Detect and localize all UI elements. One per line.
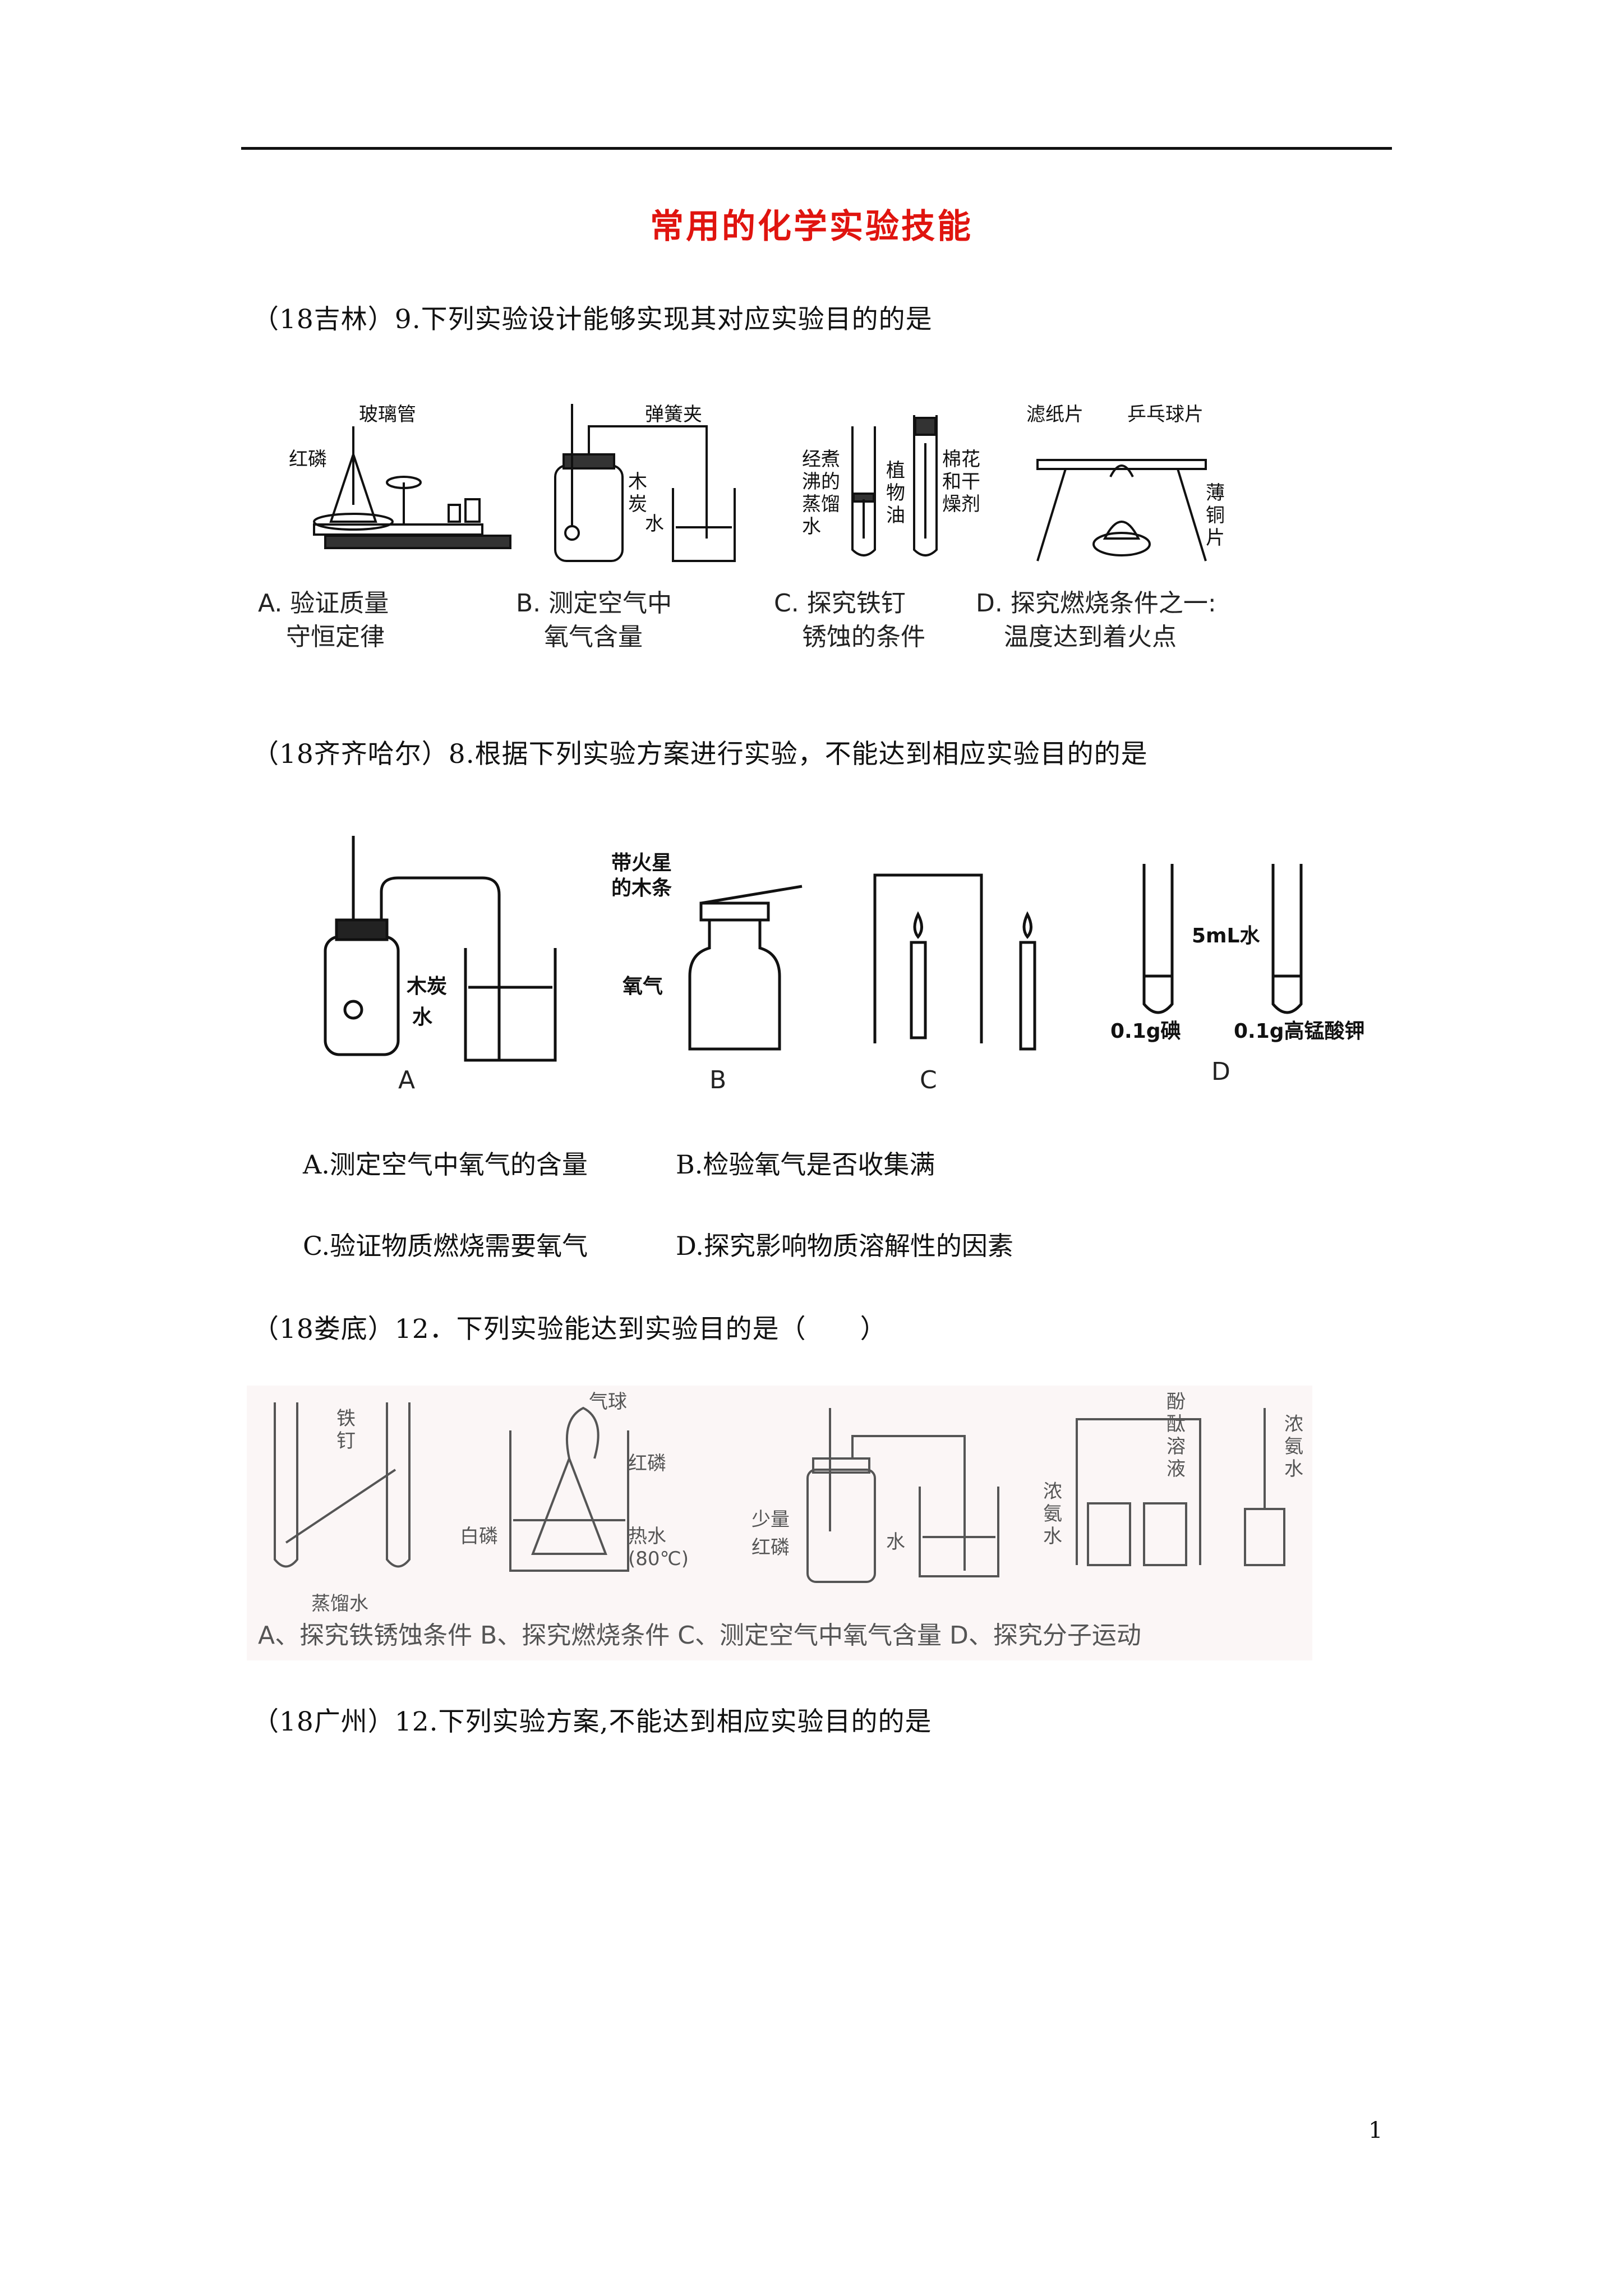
svg-text:氨: 氨 <box>1043 1503 1062 1525</box>
label-red-phosphorus-2: 红磷 <box>628 1452 666 1475</box>
q2-fig-d-tubes <box>1142 864 1303 1014</box>
svg-text:温度达到着火点: 温度达到着火点 <box>1004 623 1177 651</box>
svg-text:水: 水 <box>1043 1525 1062 1548</box>
svg-text:铜: 铜 <box>1206 504 1225 527</box>
question-1: （18吉林）9.下列实验设计能够实现其对应实验目的的是 <box>252 304 933 335</box>
q2-option-c: C.验证物质燃烧需要氧气 <box>303 1231 588 1261</box>
label-kmno4: 0.1g高锰酸钾 <box>1234 1020 1365 1043</box>
q1-fig-d-apparatus <box>1036 459 1207 562</box>
svg-text:物: 物 <box>886 482 905 504</box>
q3-fig-b-beaker <box>509 1406 629 1572</box>
svg-text:守恒定律: 守恒定律 <box>286 623 385 651</box>
svg-text:蒸馏: 蒸馏 <box>802 493 840 516</box>
label-pingpong: 乒乓球片 <box>1127 403 1204 426</box>
figure-q2: 木炭 水 A 带火星 的木条 氧气 B C 5mL水 0.1g碘 0.1g高锰酸… <box>297 825 1419 1099</box>
svg-text:燥剂: 燥剂 <box>942 493 980 516</box>
label-5ml-water: 5mL水 <box>1192 924 1261 947</box>
figure-q3: 铁 钉 蒸馏水 气球 红磷 白磷 热水 (80℃) 少量 红磷 水 酚 酞 溶 … <box>247 1386 1312 1660</box>
label-hot-water: 热水 <box>628 1525 666 1548</box>
svg-text:的木条: 的木条 <box>611 877 672 900</box>
label-glowing-splint: 带火星 <box>611 852 672 875</box>
label-copper-sheet: 薄 <box>1206 482 1225 504</box>
q2-fig-c-candles <box>873 873 1036 1051</box>
label-iron-nail: 铁 <box>336 1407 356 1430</box>
q1-fig-a-balance <box>313 426 511 549</box>
svg-text:和干: 和干 <box>942 471 980 493</box>
svg-text:水: 水 <box>802 516 821 538</box>
q2-letter-c: C <box>920 1066 937 1094</box>
label-balloon: 气球 <box>589 1391 627 1413</box>
svg-text:酞: 酞 <box>1166 1413 1186 1435</box>
label-charcoal: 木 <box>628 471 647 493</box>
svg-text:钉: 钉 <box>336 1430 356 1452</box>
label-water: 水 <box>645 513 664 535</box>
figure-q1: 玻璃管 红磷 弹簧夹 木 炭 水 经煮 沸的 蒸馏 水 植 物 油 棉花 和干 … <box>241 393 1391 673</box>
label-small-amount: 少量 <box>751 1508 790 1531</box>
q2-letter-b: B <box>709 1066 726 1094</box>
label-boiled-water: 经煮 <box>802 448 840 471</box>
label-vegetable-oil: 植 <box>886 459 905 482</box>
svg-text:溶: 溶 <box>1166 1435 1186 1458</box>
label-distilled-water: 蒸馏水 <box>311 1593 368 1615</box>
q1-option-b: B. 测定空气中 <box>516 589 672 618</box>
q1-fig-c-tubes <box>851 415 938 556</box>
q1-option-d: D. 探究燃烧条件之一: <box>976 589 1216 618</box>
label-oxygen: 氧气 <box>623 975 663 998</box>
label-spring-clip: 弹簧夹 <box>645 403 702 426</box>
svg-text:水: 水 <box>1284 1458 1303 1480</box>
q1-option-a: A. 验证质量 <box>258 589 389 618</box>
label-red-phosphorus: 红磷 <box>289 448 327 471</box>
q3-fig-a-tubes <box>274 1402 411 1568</box>
svg-text:氧气含量: 氧气含量 <box>544 623 643 651</box>
svg-text:片: 片 <box>1206 527 1225 549</box>
label-filter-paper: 滤纸片 <box>1026 403 1083 426</box>
header-rule <box>241 147 1392 150</box>
question-2: （18齐齐哈尔）8.根据下列实验方案进行实验，不能达到相应实验目的的是 <box>252 739 1148 770</box>
q2-option-a: A.测定空气中氧气的含量 <box>303 1149 588 1180</box>
page-title: 常用的化学实验技能 <box>650 207 973 246</box>
svg-text:炭: 炭 <box>628 493 647 516</box>
q3-caption: A、探究铁锈蚀条件 B、探究燃烧条件 C、测定空气中氧气含量 D、探究分子运动 <box>258 1621 1141 1650</box>
q2-fig-b-bottle <box>688 885 803 1051</box>
label-water-3: 水 <box>886 1531 905 1553</box>
svg-text:氨: 氨 <box>1284 1435 1303 1458</box>
q2-letter-d: D <box>1211 1057 1230 1086</box>
question-3: （18娄底）12．下列实验能达到实验目的是（ ） <box>252 1314 887 1345</box>
label-white-phosphorus: 白磷 <box>460 1525 498 1548</box>
svg-text:液: 液 <box>1166 1458 1186 1480</box>
q1-option-c: C. 探究铁钉 <box>774 589 906 618</box>
svg-text:锈蚀的条件: 锈蚀的条件 <box>802 623 925 651</box>
label-conc-ammonia-2: 浓 <box>1043 1480 1062 1503</box>
q2-option-d: D.探究影响物质溶解性的因素 <box>676 1231 1013 1261</box>
q3-fig-c-apparatus <box>806 1408 999 1583</box>
q3-fig-d-apparatus <box>1076 1408 1285 1566</box>
label-red-phosphorus-3: 红磷 <box>751 1536 790 1559</box>
label-water-2: 水 <box>412 1006 433 1029</box>
q2-fig-a-apparatus <box>324 836 557 1062</box>
q1-fig-b-apparatus <box>554 404 736 562</box>
label-phenolphthalein: 酚 <box>1166 1391 1186 1413</box>
label-cotton-desiccant: 棉花 <box>942 448 980 471</box>
svg-text:沸的: 沸的 <box>802 471 840 493</box>
page-number: 1 <box>1368 2118 1383 2143</box>
label-iodine: 0.1g碘 <box>1110 1020 1181 1043</box>
q2-letter-a: A <box>398 1066 415 1094</box>
label-temperature: (80℃) <box>628 1548 689 1570</box>
question-4: （18广州）12.下列实验方案,不能达到相应实验目的的是 <box>252 1706 932 1737</box>
svg-text:油: 油 <box>886 504 905 527</box>
label-glass-tube: 玻璃管 <box>359 403 416 426</box>
q2-option-b: B.检验氧气是否收集满 <box>676 1149 935 1180</box>
label-charcoal-2: 木炭 <box>407 975 447 998</box>
label-conc-ammonia: 浓 <box>1284 1413 1303 1435</box>
